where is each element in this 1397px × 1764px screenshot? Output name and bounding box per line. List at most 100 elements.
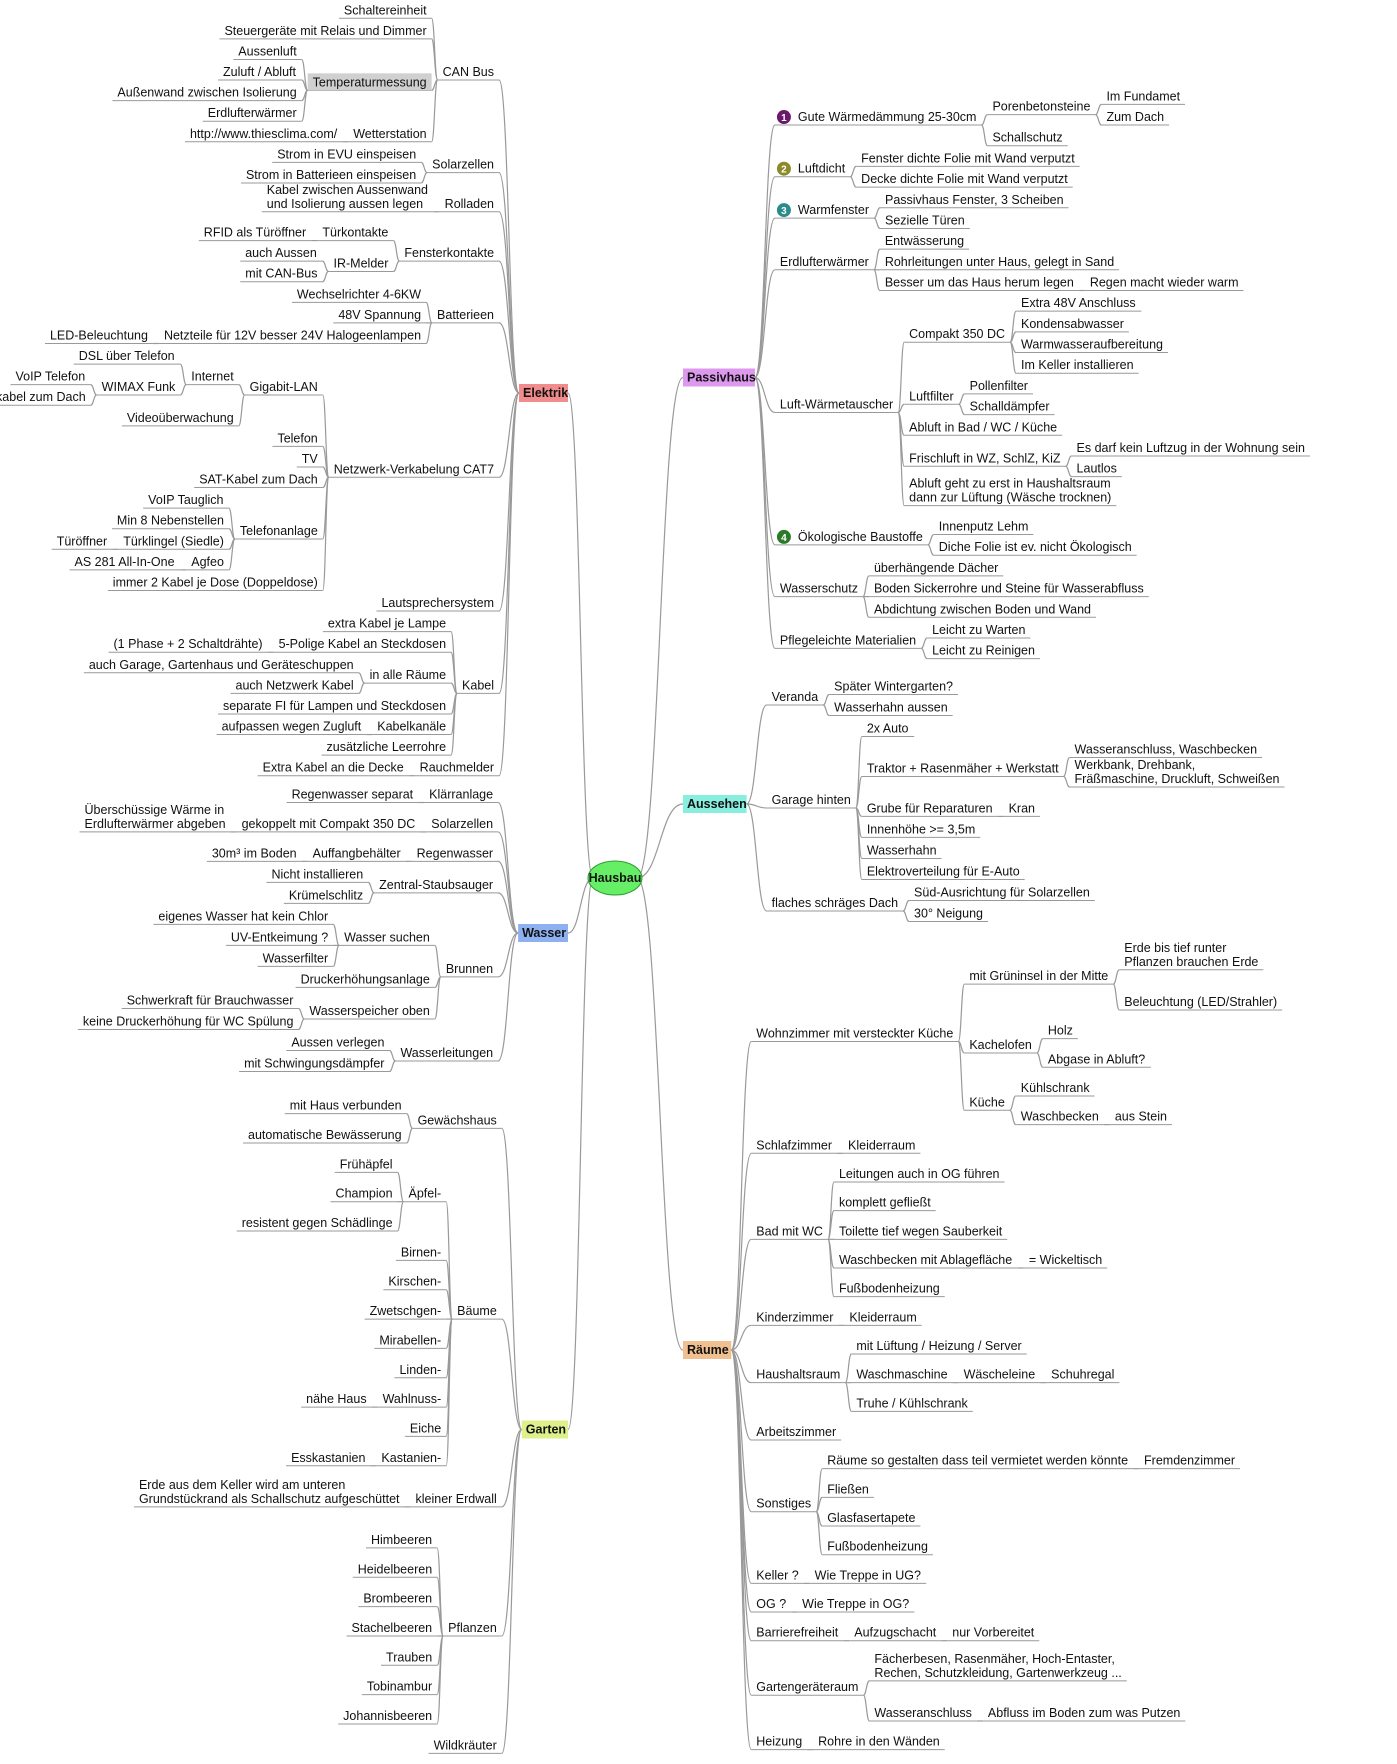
branch-connector	[636, 803, 684, 879]
branch-connector	[497, 932, 519, 978]
branch-connector	[322, 260, 329, 273]
node-fußbodenheizung: Fußbodenheizung	[839, 1282, 940, 1296]
node-flaches-schräges-dach: flaches schräges Dach	[772, 896, 899, 910]
branch-connector	[425, 322, 433, 345]
node-nur-vorbereitet: nur Vorbereitet	[952, 1626, 1035, 1640]
node-erdlufterwärmer: Erdlufterwärmer	[208, 106, 297, 120]
node-extra-48v-anschluss: Extra 48V Anschluss	[1021, 296, 1136, 310]
branch-connector	[897, 411, 905, 507]
node-regen-macht-wieder-warm: Regen macht wieder warm	[1090, 275, 1239, 289]
node-frühäpfel: Frühäpfel	[340, 1157, 393, 1171]
branch-connector	[406, 1127, 413, 1144]
branch-connector	[567, 877, 594, 934]
node-champion: Champion	[336, 1187, 393, 1201]
branch-connector	[498, 211, 520, 394]
branch-connector	[730, 1152, 752, 1351]
branch-connector	[754, 124, 776, 379]
node-zusätzliche-leerrohre: zusätzliche Leerrohre	[327, 740, 447, 754]
node-nicht-installieren: Nicht installieren	[271, 867, 363, 881]
branch-connector	[434, 944, 442, 978]
branch-connector	[754, 376, 776, 649]
branch-connector	[501, 1428, 523, 1637]
node-min-8-nebenstellen: Min 8 Nebenstellen	[117, 514, 224, 528]
branch-connector	[393, 260, 400, 273]
node-im-keller-installieren: Im Keller installieren	[1021, 358, 1134, 372]
node-mit-schwingungsdämpfer: mit Schwingungsdämpfer	[244, 1056, 384, 1070]
node-ökologische-baustoffe: Ökologische Baustoffe	[798, 530, 923, 544]
node-abfluss-im-boden-zum-was-putzen: Abfluss im Boden zum was Putzen	[988, 1706, 1180, 1720]
node-bäume: Bäume	[457, 1304, 497, 1318]
branch-connector	[358, 672, 365, 684]
branch-connector	[358, 682, 365, 694]
branch-connector	[436, 1606, 444, 1637]
branch-connector	[238, 384, 245, 396]
branch-connector	[957, 983, 965, 1043]
node-abdichtung-zwischen-boden-und-wand: Abdichtung zwischen Boden und Wand	[874, 602, 1091, 616]
node-wildkräuter: Wildkräuter	[434, 1738, 497, 1752]
branch-connector	[497, 932, 519, 1062]
branch-connector	[958, 393, 965, 405]
node-wasserspeicher-oben: Wasserspeicher oben	[309, 1004, 429, 1018]
branch-connector	[862, 596, 870, 618]
node-wie-treppe-in-og: Wie Treppe in OG?	[802, 1597, 909, 1611]
branch-connector	[844, 1382, 852, 1412]
branch-connector	[1009, 341, 1017, 374]
node-wasser-suchen: Wasser suchen	[344, 930, 430, 944]
node-auch-garage-gartenhaus-und-geräteschuppe: auch Garage, Gartenhaus und Geräteschupp…	[89, 658, 354, 672]
node-schuhregal: Schuhregal	[1051, 1368, 1114, 1382]
branch-connector	[450, 692, 458, 756]
branch-connector	[298, 1018, 305, 1031]
node-himbeeren: Himbeeren	[371, 1533, 432, 1547]
branch-connector	[730, 1238, 752, 1351]
node-grube-für-reparaturen: Grube für Reparaturen	[867, 801, 993, 815]
node-johannisbeeren: Johannisbeeren	[343, 1709, 432, 1723]
node-5-polige-kabel-an-steckdosen: 5-Polige Kabel an Steckdosen	[279, 637, 447, 651]
node-bad-mit-wc: Bad mit WC	[756, 1224, 823, 1238]
branch-connector	[332, 923, 340, 947]
branch-connector	[754, 176, 776, 379]
node-holz: Holz	[1048, 1024, 1073, 1038]
branch-connector	[754, 269, 776, 379]
node-gewächshaus: Gewächshaus	[418, 1113, 497, 1127]
branch-connector	[863, 1680, 870, 1696]
node-rauchmelder: Rauchmelder	[420, 761, 494, 775]
node-automatische-bewässerung: automatische Bewässerung	[248, 1128, 402, 1142]
node-veranda: Veranda	[772, 690, 819, 704]
node-wie-treppe-in-ug: Wie Treppe in UG?	[815, 1568, 921, 1582]
node-telefonanlage: Telefonanlage	[240, 524, 318, 538]
node-innenhöhe-3-5m: Innenhöhe >= 3,5m	[867, 822, 975, 836]
node-diche-folie-ist-ev-nicht-ökologisch: Diche Folie ist ev. nicht Ökologisch	[939, 540, 1132, 554]
node-türöffner: Türöffner	[57, 534, 108, 548]
branch-connector	[730, 1349, 752, 1696]
branch-connector	[980, 124, 989, 147]
branch-connector	[228, 538, 236, 571]
highlight-box	[307, 73, 432, 91]
node-kirschen: Kirschen-	[388, 1275, 441, 1289]
branch-connector	[957, 1040, 965, 1111]
branch-connector	[567, 392, 594, 879]
main-branch-box	[683, 795, 747, 813]
node-kastanien: Kastanien-	[381, 1451, 441, 1465]
node-abluft-in-bad-wc-küche: Abluft in Bad / WC / Küche	[909, 420, 1057, 434]
node-birnen: Birnen-	[401, 1245, 441, 1259]
node-regenwasser: Regenwasser	[417, 846, 493, 860]
node-eigenes-wasser-hat-kein-chlor: eigenes Wasser hat kein Chlor	[158, 909, 328, 923]
branch-connector	[498, 79, 520, 394]
node-besser-um-das-haus-herum-legen: Besser um das Haus herum legen	[885, 275, 1074, 289]
node-truhe-kühlschrank: Truhe / Kühlschrank	[856, 1396, 968, 1410]
node-nähe-haus: nähe Haus	[306, 1392, 366, 1406]
node-luftfilter: Luftfilter	[909, 389, 953, 403]
node-mit-can-bus: mit CAN-Bus	[245, 267, 317, 281]
node-agfeo: Agfeo	[191, 555, 224, 569]
node-trauben: Trauben	[386, 1650, 432, 1664]
node-batterieen: Batterieen	[437, 308, 494, 322]
node-leicht-zu-warten: Leicht zu Warten	[932, 623, 1025, 637]
branch-connector	[927, 544, 935, 556]
node-as-281-all-in-one: AS 281 All-In-One	[75, 555, 175, 569]
node-steuergeräte-mit-relais-und-dimmer: Steuergeräte mit Relais und Dimmer	[224, 24, 426, 38]
node-48v-spannung: 48V Spannung	[338, 308, 421, 322]
node-extra-kabel-an-die-decke: Extra Kabel an die Decke	[263, 761, 404, 775]
node-barrierefreiheit: Barrierefreiheit	[756, 1626, 839, 1640]
